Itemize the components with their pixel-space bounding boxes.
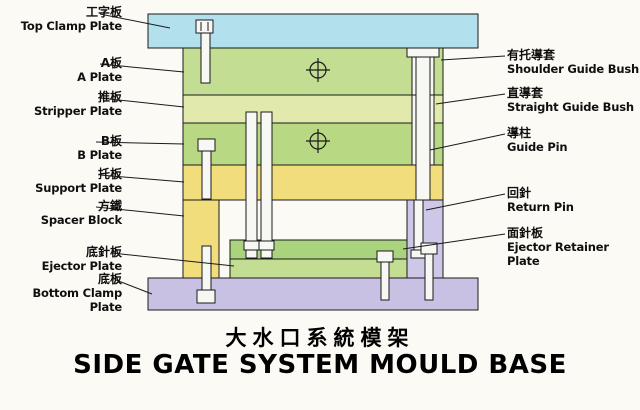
label-spacer-block: 方鐵 Spacer Block — [8, 199, 122, 227]
label-ejector-plate: 底針板 Ejector Plate — [8, 245, 123, 273]
label-guide-pin-zh: 導柱 — [507, 126, 532, 140]
label-a-plate: A板 A Plate — [8, 56, 122, 84]
spacer-block-left-shape — [182, 199, 220, 279]
label-b-plate-zh: B板 — [100, 134, 122, 148]
leader-guide-pin — [429, 133, 506, 151]
a-plate-shape — [182, 47, 444, 96]
ejector-pin-2-head-shape — [258, 240, 275, 251]
label-shoulder-guide-bush-zh: 有托導套 — [507, 48, 556, 62]
label-guide-pin: 導柱 Guide Pin — [507, 126, 639, 154]
label-top-clamp-plate-zh: 工字板 — [85, 5, 122, 19]
label-stripper-plate: 推板 Stripper Plate — [8, 90, 122, 118]
ejector-pin-1-shape — [245, 111, 258, 259]
label-stripper-plate-en: Stripper Plate — [34, 104, 122, 118]
label-bottom-clamp-plate-zh: 底板 — [97, 272, 122, 286]
ejector-pin-1-head-shape — [243, 240, 260, 251]
label-straight-guide-bush-zh: 直導套 — [507, 86, 544, 100]
label-shoulder-guide-bush-en: Shoulder Guide Bush — [507, 62, 639, 76]
top-screw-head — [195, 19, 214, 34]
label-ejector-retainer-plate: 面針板 Ejector Retainer Plate — [507, 226, 639, 268]
bottom-left-screw-shaft — [201, 245, 212, 295]
ejector-plate-shape — [229, 258, 408, 279]
screw-cross-icon — [306, 58, 330, 82]
label-bottom-clamp-plate: 底板 Bottom Clamp Plate — [8, 272, 122, 314]
screw-cross-icon-2 — [306, 129, 330, 153]
top-screw-shaft — [200, 32, 211, 84]
label-straight-guide-bush: 直導套 Straight Guide Bush — [507, 86, 639, 114]
bottom-screw-a-head — [376, 250, 394, 263]
title-english: SIDE GATE SYSTEM MOULD BASE — [73, 350, 567, 380]
ejector-pin-2-shape — [260, 111, 273, 259]
label-stripper-plate-zh: 推板 — [97, 90, 122, 104]
label-ejector-retainer-plate-zh: 面針板 — [507, 226, 544, 240]
leader-top-clamp — [99, 13, 171, 29]
label-a-plate-zh: A板 — [100, 56, 122, 70]
leader-shoulder-bush — [440, 55, 506, 61]
leader-a-plate — [99, 63, 185, 73]
bottom-screw-b-head — [420, 242, 438, 255]
b-plate-shape — [182, 122, 444, 166]
title-chinese: 大水口系統模架 — [225, 326, 415, 350]
label-ejector-plate-zh: 底針板 — [85, 245, 122, 259]
stripper-plate-shape — [182, 94, 444, 124]
label-support-plate-zh: 托板 — [97, 167, 122, 181]
mid-screw-shaft — [201, 150, 212, 200]
leader-return-pin — [425, 193, 506, 211]
label-top-clamp-plate-en: Top Clamp Plate — [20, 19, 122, 33]
guide-pin-shape — [415, 56, 431, 201]
leader-support — [99, 174, 185, 183]
label-straight-guide-bush-en: Straight Guide Bush — [507, 100, 634, 114]
leader-bottom-clamp — [115, 279, 153, 295]
label-support-plate-en: Support Plate — [35, 181, 122, 195]
leader-spacer — [95, 206, 185, 217]
label-bottom-clamp-plate-en: Bottom Clamp Plate — [32, 286, 122, 314]
bottom-left-screw-head — [196, 289, 216, 304]
bottom-screw-b-shaft — [424, 253, 434, 301]
leader-ejector-plate — [111, 252, 235, 267]
leader-ejector-retainer — [402, 233, 506, 250]
label-return-pin-zh: 回針 — [507, 186, 532, 200]
leader-stripper — [99, 97, 185, 108]
label-return-pin: 回針 Return Pin — [507, 186, 639, 214]
shoulder-guide-bush-flange-shape — [406, 47, 440, 58]
label-support-plate: 托板 Support Plate — [8, 167, 122, 195]
leader-b-plate — [95, 141, 185, 145]
label-ejector-plate-en: Ejector Plate — [41, 259, 123, 273]
support-plate-shape — [182, 164, 444, 201]
bottom-screw-a-shaft — [380, 261, 390, 301]
label-shoulder-guide-bush: 有托導套 Shoulder Guide Bush — [507, 48, 639, 76]
label-a-plate-en: A Plate — [77, 70, 122, 84]
label-b-plate: B板 B Plate — [8, 134, 122, 162]
label-ejector-retainer-plate-en: Ejector Retainer Plate — [507, 240, 609, 268]
label-return-pin-en: Return Pin — [507, 200, 574, 214]
leader-straight-bush — [435, 93, 506, 105]
mid-screw-head — [197, 138, 216, 152]
label-spacer-block-en: Spacer Block — [40, 213, 122, 227]
label-spacer-block-zh: 方鐵 — [97, 199, 122, 213]
label-top-clamp-plate: 工字板 Top Clamp Plate — [8, 5, 122, 33]
label-guide-pin-en: Guide Pin — [507, 140, 568, 154]
label-b-plate-en: B Plate — [77, 148, 122, 162]
